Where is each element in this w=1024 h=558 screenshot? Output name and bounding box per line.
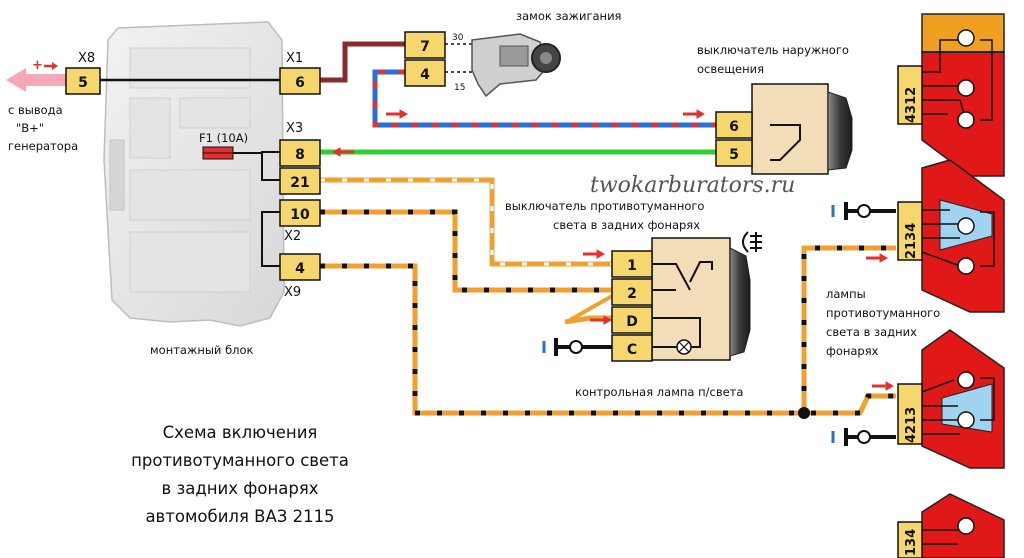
fog-switch-label-line1: выключатель противотуманного (505, 199, 704, 213)
mounting-block (103, 21, 285, 327)
svg-text:21: 21 (290, 175, 309, 191)
ignition-pin-30: 30 (452, 33, 464, 43)
lamp3-pins: 4213 (904, 407, 919, 443)
svg-text:D: D (626, 314, 638, 330)
plus-sign: + (32, 58, 43, 73)
junction-dot (798, 407, 810, 419)
ext-light-switch: 6 5 (715, 83, 853, 175)
fog-light-icon (742, 231, 762, 253)
connector-x8-pin5: 5 (65, 67, 101, 95)
svg-text:5: 5 (78, 75, 88, 91)
tail-lamp-1 (897, 13, 1005, 177)
lamp1-pins: 4312 (904, 87, 919, 123)
connector-x3-pin21: 21 (279, 167, 321, 195)
ignition-lock-body (471, 33, 561, 98)
x9-label: X9 (284, 285, 301, 300)
lamp4-pins: 134 (904, 529, 919, 556)
mounting-block-label: монтажный блок (150, 343, 254, 357)
wire-brown (320, 41, 405, 83)
title-line-1: Схема включения (163, 423, 318, 442)
flow-arrows (331, 109, 895, 391)
svg-text:8: 8 (295, 147, 305, 163)
svg-text:6: 6 (729, 119, 739, 135)
svg-text:4: 4 (420, 67, 430, 83)
svg-text:1: 1 (627, 258, 637, 274)
ignition-lock-label: замок зажигания (516, 9, 621, 23)
ext-switch-label-line1: выключатель наружного (697, 43, 849, 57)
fog-light-switch: 1 2 D C (611, 237, 751, 362)
title-line-2: противотуманного света (131, 451, 349, 470)
x8-label: X8 (78, 51, 95, 66)
svg-text:7: 7 (420, 39, 430, 55)
tail-lamp-2 (897, 159, 1005, 313)
fuse-label: F1 (10A) (199, 131, 248, 145)
title-line-3: в задних фонарях (161, 479, 318, 498)
lamp2-pins: 2134 (904, 223, 919, 259)
generator-label-line1: с вывода (8, 103, 63, 117)
generator-label-line3: генератора (8, 139, 78, 153)
svg-text:5: 5 (729, 147, 739, 163)
fog-lamps-label-line1: лампы (826, 287, 866, 301)
ignition-pin-15: 15 (454, 83, 465, 93)
indicator-lamp-label: контрольная лампа п/света (575, 385, 743, 399)
tail-lamp-3 (897, 329, 1005, 469)
fog-switch-label-line2: света в задних фонарях (553, 218, 700, 232)
fog-lamps-label-line3: света в задних (826, 325, 917, 339)
x2-label: X2 (284, 229, 301, 244)
svg-text:2: 2 (627, 286, 637, 302)
generator-label-line2: "В+" (16, 121, 44, 135)
svg-text:10: 10 (290, 207, 310, 223)
svg-text:6: 6 (295, 75, 305, 91)
title-line-4: автомобиля ВАЗ 2115 (145, 507, 334, 526)
generator-arrow (6, 68, 66, 92)
svg-text:4: 4 (295, 261, 305, 277)
tail-lamp-4 (897, 493, 1005, 558)
wire-blue (372, 69, 716, 128)
svg-text:C: C (627, 342, 637, 358)
fuse-f1 (202, 146, 234, 160)
fog-lamps-label-line4: фонарях (826, 344, 879, 358)
connector-x2-pin10: 10 (279, 199, 321, 227)
x3-label: X3 (286, 121, 303, 136)
x1-label: X1 (286, 51, 303, 66)
wire-orange-white (320, 177, 612, 267)
ext-switch-label-line2: освещения (697, 62, 764, 76)
connector-x9-pin4: 4 (279, 253, 321, 281)
fog-lamps-label-line2: противотуманного (826, 306, 940, 320)
watermark: twokarburators.ru (590, 173, 795, 198)
connector-x1-pin6: 6 (279, 67, 321, 95)
ignition-lock-connector: 7 4 (404, 31, 446, 87)
connector-x3-pin8: 8 (279, 139, 321, 167)
